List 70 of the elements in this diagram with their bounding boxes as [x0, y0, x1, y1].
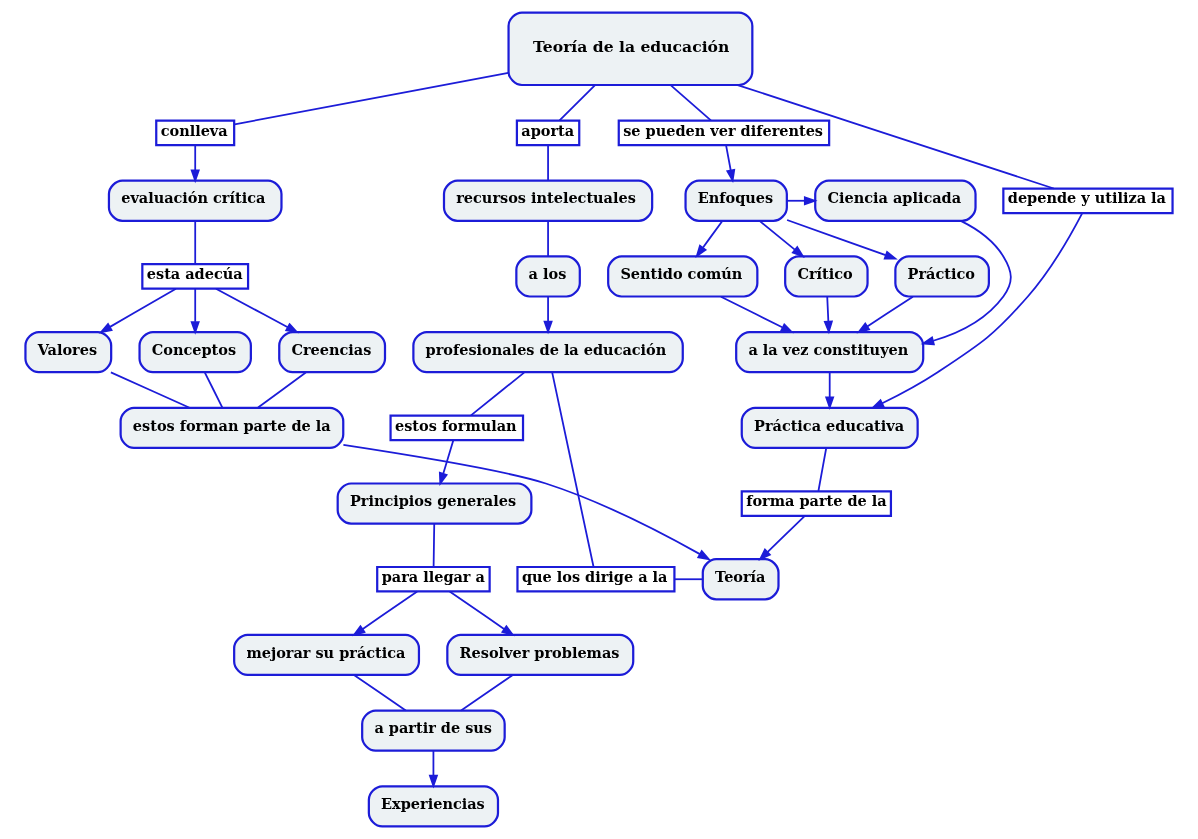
connector	[669, 84, 712, 122]
connector	[736, 84, 1055, 190]
node-box: estos forman parte de la	[119, 406, 345, 449]
arrow	[428, 750, 439, 789]
arrow	[190, 287, 200, 335]
connector	[460, 674, 514, 712]
node-box: Teoría	[701, 558, 780, 601]
arrow	[824, 371, 835, 410]
node-box: Experiencias	[367, 785, 500, 828]
connector	[547, 144, 549, 182]
arrow	[823, 296, 834, 335]
arrow	[870, 212, 1084, 409]
node-box: para llegar a	[376, 565, 491, 593]
arrow	[543, 296, 553, 335]
arrow	[342, 444, 712, 561]
arrow	[786, 196, 818, 206]
node-box: mejorar su práctica	[233, 633, 421, 677]
connector	[817, 447, 828, 492]
node-box: que los dirige a la	[516, 565, 676, 593]
node-box: esta adecúa	[141, 263, 250, 290]
connector	[353, 674, 407, 712]
node-box: conlleva	[155, 119, 236, 147]
connector	[547, 220, 549, 257]
connector	[673, 578, 704, 581]
node-box: evaluación crítica	[107, 179, 283, 222]
connector	[194, 220, 197, 265]
connector	[203, 371, 224, 409]
connector	[558, 84, 596, 122]
node-box: a la vez constituyen	[735, 331, 925, 374]
arrow	[438, 439, 455, 486]
arrow	[448, 590, 515, 637]
connector	[110, 371, 191, 409]
node-box: Principios generales	[336, 482, 533, 525]
arrow	[351, 590, 419, 637]
arrow	[786, 219, 898, 260]
node-box: Sentido común	[607, 255, 759, 298]
connector	[551, 371, 595, 568]
node-box: depende y utiliza la	[1002, 187, 1174, 215]
node-box: Valores	[24, 331, 113, 374]
node-box: forma parte de la	[740, 490, 893, 517]
connector	[470, 371, 525, 417]
connector	[257, 371, 307, 409]
node-box: Teoría de la educación	[507, 11, 754, 87]
arrow	[759, 220, 805, 258]
node-box: estos formulan	[389, 414, 525, 442]
connector	[432, 523, 436, 568]
arrow	[215, 287, 300, 334]
node-box: Crítico	[784, 255, 869, 298]
arrow	[856, 295, 914, 334]
node-box: a los	[515, 255, 581, 298]
node-box: Creencias	[278, 331, 387, 374]
node-box: Ciencia aplicada	[814, 179, 977, 222]
node-box: Resolver problemas	[446, 633, 635, 677]
node-box: Enfoques	[684, 179, 788, 222]
arrow	[725, 144, 736, 184]
node-box: Conceptos	[138, 331, 252, 374]
arrow	[758, 514, 806, 561]
arrow	[695, 220, 724, 259]
node-box: aporta	[515, 119, 581, 147]
node-box: Práctico	[894, 255, 990, 298]
connector	[233, 72, 510, 126]
node-box: profesionales de la educación	[412, 331, 684, 374]
node-box: recursos intelectuales	[442, 179, 654, 222]
node-box: Práctica educativa	[740, 406, 919, 449]
arrow	[720, 295, 795, 334]
node-box: se pueden ver diferentes	[617, 119, 831, 147]
arrow	[920, 220, 1012, 346]
node-box: a partir de sus	[361, 709, 506, 752]
arrow	[190, 144, 200, 184]
arrow	[98, 287, 177, 334]
